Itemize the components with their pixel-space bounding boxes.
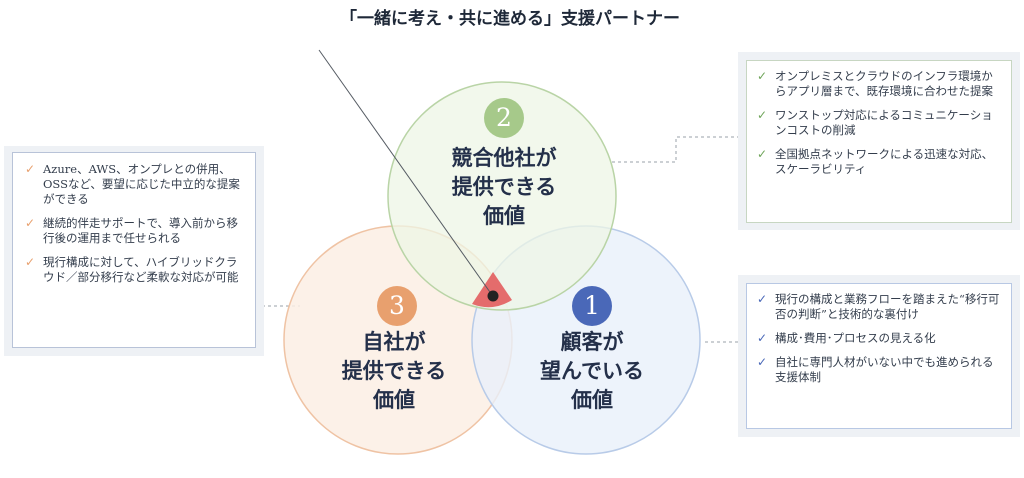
label-ours-line: 提供できる [341, 359, 447, 383]
badge-competitor: 2 [484, 98, 524, 138]
check-icon: ✓ [25, 162, 36, 176]
list-item: ✓ 継続的伴走サポートで、導入前から移行後の運用まで任せられる [23, 216, 247, 246]
list-item-text: 全国拠点ネットワークによる迅速な対応、スケーラビリティ [775, 147, 994, 176]
list-item-text: 自社に専門人材がいない中でも進められる支援体制 [775, 355, 994, 384]
check-icon: ✓ [757, 355, 768, 369]
label-competitor-line: 価値 [483, 204, 525, 228]
list-item-text: 現行構成に対して、ハイブリッドクラウド／部分移行など柔軟な対応が可能 [43, 255, 239, 284]
label-customer-line: 望んでいる [540, 359, 644, 383]
list-item-text: オンプレミスとクラウドのインフラ環境からアプリ層まで、既存環境に合わせた提案 [775, 69, 994, 98]
list-item: ✓ 現行構成に対して、ハイブリッドクラウド／部分移行など柔軟な対応が可能 [23, 255, 247, 285]
center-intersection [472, 272, 512, 308]
label-ours-line: 価値 [373, 388, 415, 412]
pointer-dot [487, 290, 499, 302]
badge-customer: 1 [572, 286, 612, 326]
list-item-text: 現行の構成と業務フローを踏まえた“移行可否の判断”と技術的な裏付け [775, 292, 1000, 321]
list-item-text: 構成･費用･プロセスの見える化 [775, 331, 936, 345]
label-customer-line: 顧客が [560, 330, 624, 354]
list-item: ✓ ワンストップ対応によるコミュニケーションコストの削減 [755, 108, 1003, 138]
check-icon: ✓ [757, 331, 768, 345]
page-title: 「一緒に考え・共に進める」支援パートナー [340, 9, 680, 29]
circle-competitor [387, 81, 617, 311]
connector-top [612, 136, 746, 163]
list-item: ✓ 現行の構成と業務フローを踏まえた“移行可否の判断”と技術的な裏付け [755, 292, 1003, 322]
label-competitor-line: 提供できる [451, 175, 557, 199]
panel-competitor-value: ✓オンプレミスとクラウドのインフラ環境からアプリ層まで、既存環境に合わせた提案 … [746, 60, 1012, 223]
label-competitor-line: 競合他社が [451, 146, 557, 170]
list-item: ✓ 自社に専門人材がいない中でも進められる支援体制 [755, 355, 1003, 385]
label-customer: 顧客が 望んでいる 価値 [522, 328, 662, 415]
label-ours-line: 自社が [362, 330, 426, 354]
pointer-line [318, 49, 493, 296]
list-item: ✓ 構成･費用･プロセスの見える化 [755, 331, 1003, 346]
check-icon: ✓ [757, 292, 768, 306]
label-ours: 自社が 提供できる 価値 [324, 328, 464, 415]
list-item-text: 継続的伴走サポートで、導入前から移行後の運用まで任せられる [43, 216, 239, 245]
check-icon: ✓ [757, 147, 768, 161]
list-item: ✓ オンプレミスとクラウドのインフラ環境からアプリ層まで、既存環境に合わせた提案 [755, 69, 1003, 99]
label-customer-line: 価値 [571, 388, 613, 412]
check-icon: ✓ [757, 69, 768, 83]
badge-ours: 3 [377, 286, 417, 326]
list-item: ✓ 全国拠点ネットワークによる迅速な対応、スケーラビリティ [755, 147, 1003, 177]
list-item-text: ワンストップ対応によるコミュニケーションコストの削減 [775, 108, 993, 137]
check-icon: ✓ [25, 255, 36, 269]
check-icon: ✓ [757, 108, 768, 122]
check-icon: ✓ [25, 216, 36, 230]
label-competitor: 競合他社が 提供できる 価値 [428, 144, 580, 231]
panel-ours-value: ✓ Azure、AWS、オンプレとの併用、OSSなど、要望に応じた中立的な提案がで… [12, 152, 256, 348]
list-item-text: Azure、AWS、オンプレとの併用、OSSなど、要望に応じた中立的な提案ができ… [43, 162, 240, 206]
list-item: ✓ Azure、AWS、オンプレとの併用、OSSなど、要望に応じた中立的な提案がで… [23, 162, 247, 207]
panel-customer-value: ✓ 現行の構成と業務フローを踏まえた“移行可否の判断”と技術的な裏付け ✓ 構成･費… [746, 283, 1012, 429]
